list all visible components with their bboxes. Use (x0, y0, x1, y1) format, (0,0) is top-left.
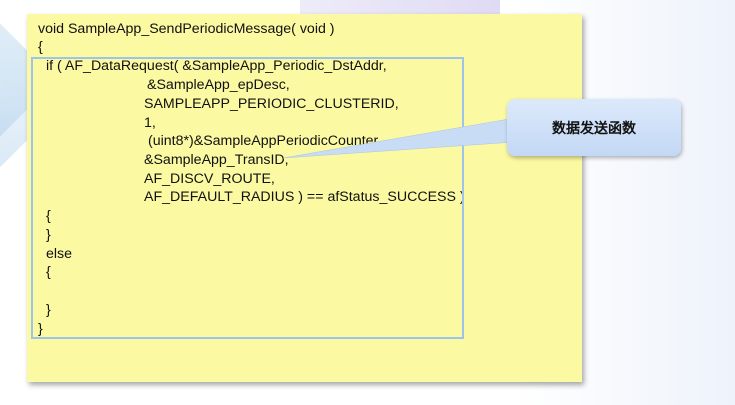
code-line: AF_DEFAULT_RADIUS ) == afStatus_SUCCESS … (144, 189, 465, 205)
code-line: { (46, 264, 51, 280)
code-line: void SampleApp_SendPeriodicMessage( void… (38, 21, 335, 37)
code-line: &SampleApp_epDesc, (147, 77, 290, 93)
code-line: } (46, 302, 51, 318)
code-line: if ( AF_DataRequest( &SampleApp_Periodic… (46, 58, 387, 74)
code-note: void SampleApp_SendPeriodicMessage( void… (27, 14, 582, 382)
code-line: SAMPLEAPP_PERIODIC_CLUSTERID, (144, 96, 399, 112)
highlight-box (31, 57, 464, 339)
code-line: { (38, 39, 43, 55)
code-line: 1, (144, 115, 156, 131)
code-line: AF_DISCV_ROUTE, (144, 171, 275, 187)
code-line: } (38, 321, 43, 337)
code-line: &SampleApp_TransID, (144, 152, 289, 168)
code-line: { (46, 208, 51, 224)
code-line: else (46, 246, 73, 262)
background-strip (300, 0, 500, 14)
callout-label: 数据发送函数 (552, 119, 636, 136)
callout-bubble: 数据发送函数 (507, 99, 681, 156)
code-line: } (46, 227, 51, 243)
